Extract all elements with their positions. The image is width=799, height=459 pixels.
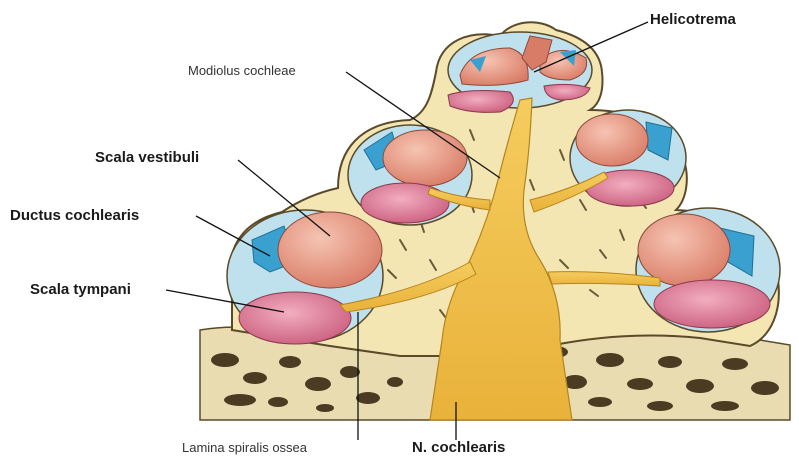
middle-turn-left [348,125,472,225]
label-lamina-spiralis-ossea: Lamina spiralis ossea [182,441,307,454]
label-ductus-cochlearis: Ductus cochlearis [10,208,139,223]
label-n-cochlearis: N. cochlearis [412,440,505,455]
label-helicotrema: Helicotrema [650,12,736,27]
basal-turn-left [227,210,383,344]
label-scala-tympani: Scala tympani [30,282,131,297]
label-scala-vestibuli: Scala vestibuli [95,150,199,165]
basal-turn-right [636,208,780,332]
middle-turn-right [570,110,686,206]
label-modiolus-cochleae: Modiolus cochleae [188,64,296,77]
